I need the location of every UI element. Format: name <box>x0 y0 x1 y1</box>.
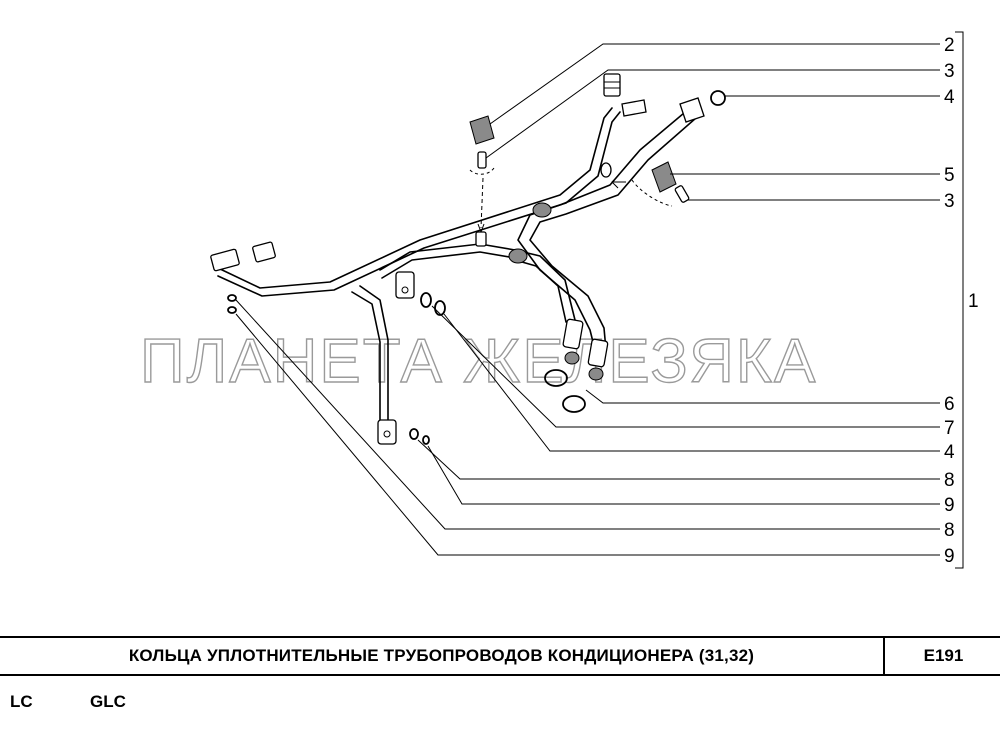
callout-3b: 3 <box>944 191 955 212</box>
model-label-lc: LC <box>10 692 33 711</box>
callout-2: 2 <box>944 35 955 56</box>
group-label: 1 <box>968 291 979 312</box>
diagram-title: КОЛЬЦА УПЛОТНИТЕЛЬНЫЕ ТРУБОПРОВОДОВ КОНД… <box>0 638 885 674</box>
o-rings <box>227 90 726 445</box>
callout-9: 9 <box>944 495 955 516</box>
group-bracket <box>955 31 964 569</box>
callout-6: 6 <box>944 394 955 415</box>
leader-lines <box>235 43 940 556</box>
callout-4b: 4 <box>944 442 955 463</box>
title-block: КОЛЬЦА УПЛОТНИТЕЛЬНЫЕ ТРУБОПРОВОДОВ КОНД… <box>0 636 1000 676</box>
pipe-assembly <box>210 73 705 445</box>
callout-3: 3 <box>944 61 955 82</box>
watermark: ПЛАНЕТА ЖЕЛЕЗЯКА <box>140 327 817 396</box>
callout-8b: 8 <box>944 520 955 541</box>
callout-5: 5 <box>944 165 955 186</box>
callout-7: 7 <box>944 418 955 439</box>
callout-4: 4 <box>944 87 955 108</box>
model-label-glc: GLC <box>90 692 126 711</box>
callout-9b: 9 <box>944 546 955 567</box>
parts-diagram: ПЛАНЕТА ЖЕЛЕЗЯКА 1 <box>139 31 979 569</box>
diagram-code: E191 <box>923 646 964 665</box>
callout-8: 8 <box>944 470 955 491</box>
